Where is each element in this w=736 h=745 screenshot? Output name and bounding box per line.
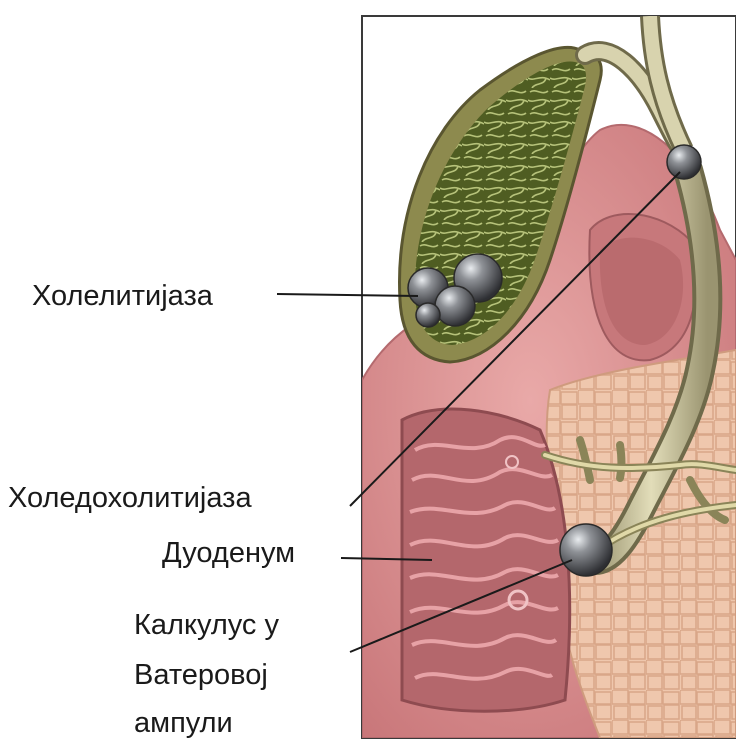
label-choledocholithiasis: Холедохолитијаза	[8, 480, 252, 516]
label-duodenum: Дуоденум	[162, 535, 295, 571]
label-calculus-line3: ампули	[134, 705, 233, 741]
label-cholelithiasis: Холелитијаза	[32, 278, 213, 314]
label-calculus-line2: Ватеровој	[134, 657, 268, 693]
ampulla-stone	[560, 524, 612, 576]
bile-duct-stone	[667, 145, 701, 179]
label-calculus-line1: Калкулус у	[134, 607, 279, 643]
